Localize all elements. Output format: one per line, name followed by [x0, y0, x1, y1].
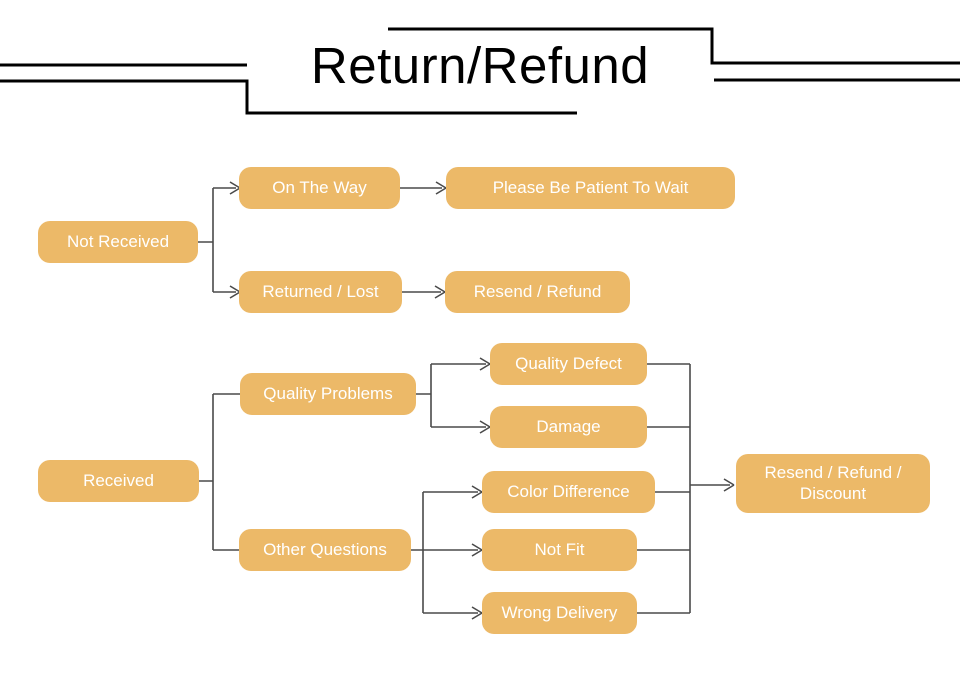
- node-not-received: Not Received: [38, 221, 198, 263]
- title-decor-left-bracket: [0, 79, 577, 115]
- node-resend-refund: Resend / Refund: [445, 271, 630, 313]
- node-other-questions: Other Questions: [239, 529, 411, 571]
- node-color-difference: Color Difference: [482, 471, 655, 513]
- node-not-fit: Not Fit: [482, 529, 637, 571]
- node-resend-refund-discount: Resend / Refund / Discount: [736, 454, 930, 513]
- node-returned-lost: Returned / Lost: [239, 271, 402, 313]
- node-quality-problems: Quality Problems: [240, 373, 416, 415]
- connector-collector-to-discount: [637, 363, 730, 614]
- connector-not-received-branch: [198, 187, 236, 293]
- connector-other-questions-branch: [411, 491, 478, 614]
- node-please-be-patient-to-wait: Please Be Patient To Wait: [446, 167, 735, 209]
- connector-received-branch: [199, 393, 240, 551]
- page-title: Return/Refund: [310, 37, 650, 94]
- node-damage: Damage: [490, 406, 647, 448]
- node-quality-defect: Quality Defect: [490, 343, 647, 385]
- connector-quality-problems-branch: [416, 363, 486, 428]
- node-received: Received: [38, 460, 199, 502]
- node-on-the-way: On The Way: [239, 167, 400, 209]
- arrowheads: [229, 181, 735, 620]
- title-decor-top-bracket: [388, 27, 960, 65]
- node-wrong-delivery: Wrong Delivery: [482, 592, 637, 634]
